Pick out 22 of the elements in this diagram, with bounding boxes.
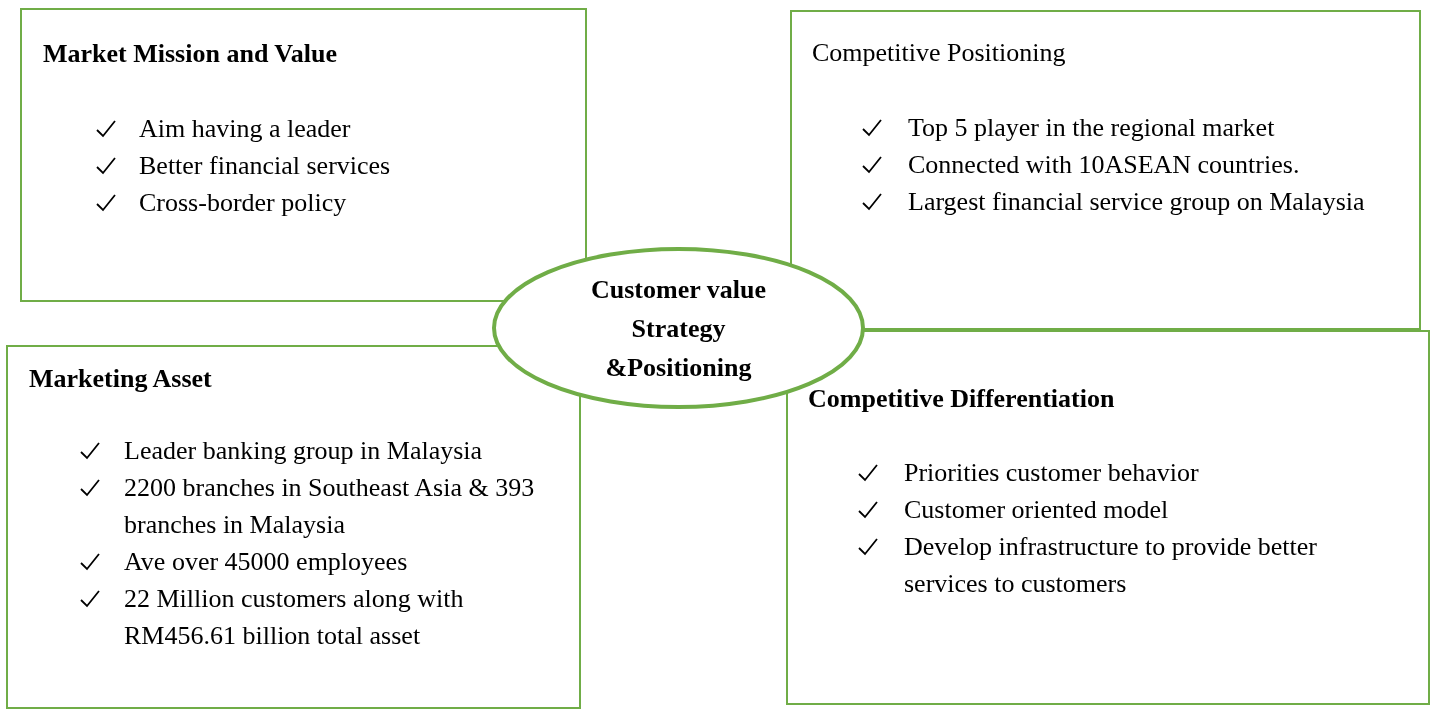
bullet-text: Customer oriented model <box>904 494 1169 526</box>
bullet-text: Largest financial service group on Malaysia <box>908 186 1365 218</box>
info-box <box>6 345 581 709</box>
bullet-text: Develop infrastructure to provide better services to customers <box>904 531 1318 600</box>
bullet-text: Priorities customer behavior <box>904 457 1199 489</box>
bullet-text: 2200 branches in Southeast Asia & 393 branches in Malaysia <box>124 472 536 541</box>
bullet-text: Connected with 10ASEAN countries. <box>908 149 1300 181</box>
info-box <box>790 10 1421 330</box>
bullet-text: 22 Million customers along with RM456.61 billion total asset <box>124 583 465 652</box>
bullet-text: Ave over 45000 employees <box>124 546 408 578</box>
box-heading: Marketing Asset <box>29 363 213 395</box>
center-title: Customer value Strategy &Positioning <box>590 273 767 384</box>
info-box <box>20 8 587 302</box>
bullet-text: Top 5 player in the regional market <box>908 112 1275 144</box>
bullet-text: Better financial services <box>139 150 391 182</box>
bullet-text: Cross-border policy <box>139 187 347 219</box>
box-heading: Competitive Positioning <box>812 37 1067 69</box>
box-heading: Competitive Differentiation <box>808 383 1116 415</box>
bullet-text: Leader banking group in Malaysia <box>124 435 483 467</box>
info-box <box>786 330 1430 705</box>
bullet-text: Aim having a leader <box>139 113 351 145</box>
box-heading: Market Mission and Value <box>43 38 338 70</box>
